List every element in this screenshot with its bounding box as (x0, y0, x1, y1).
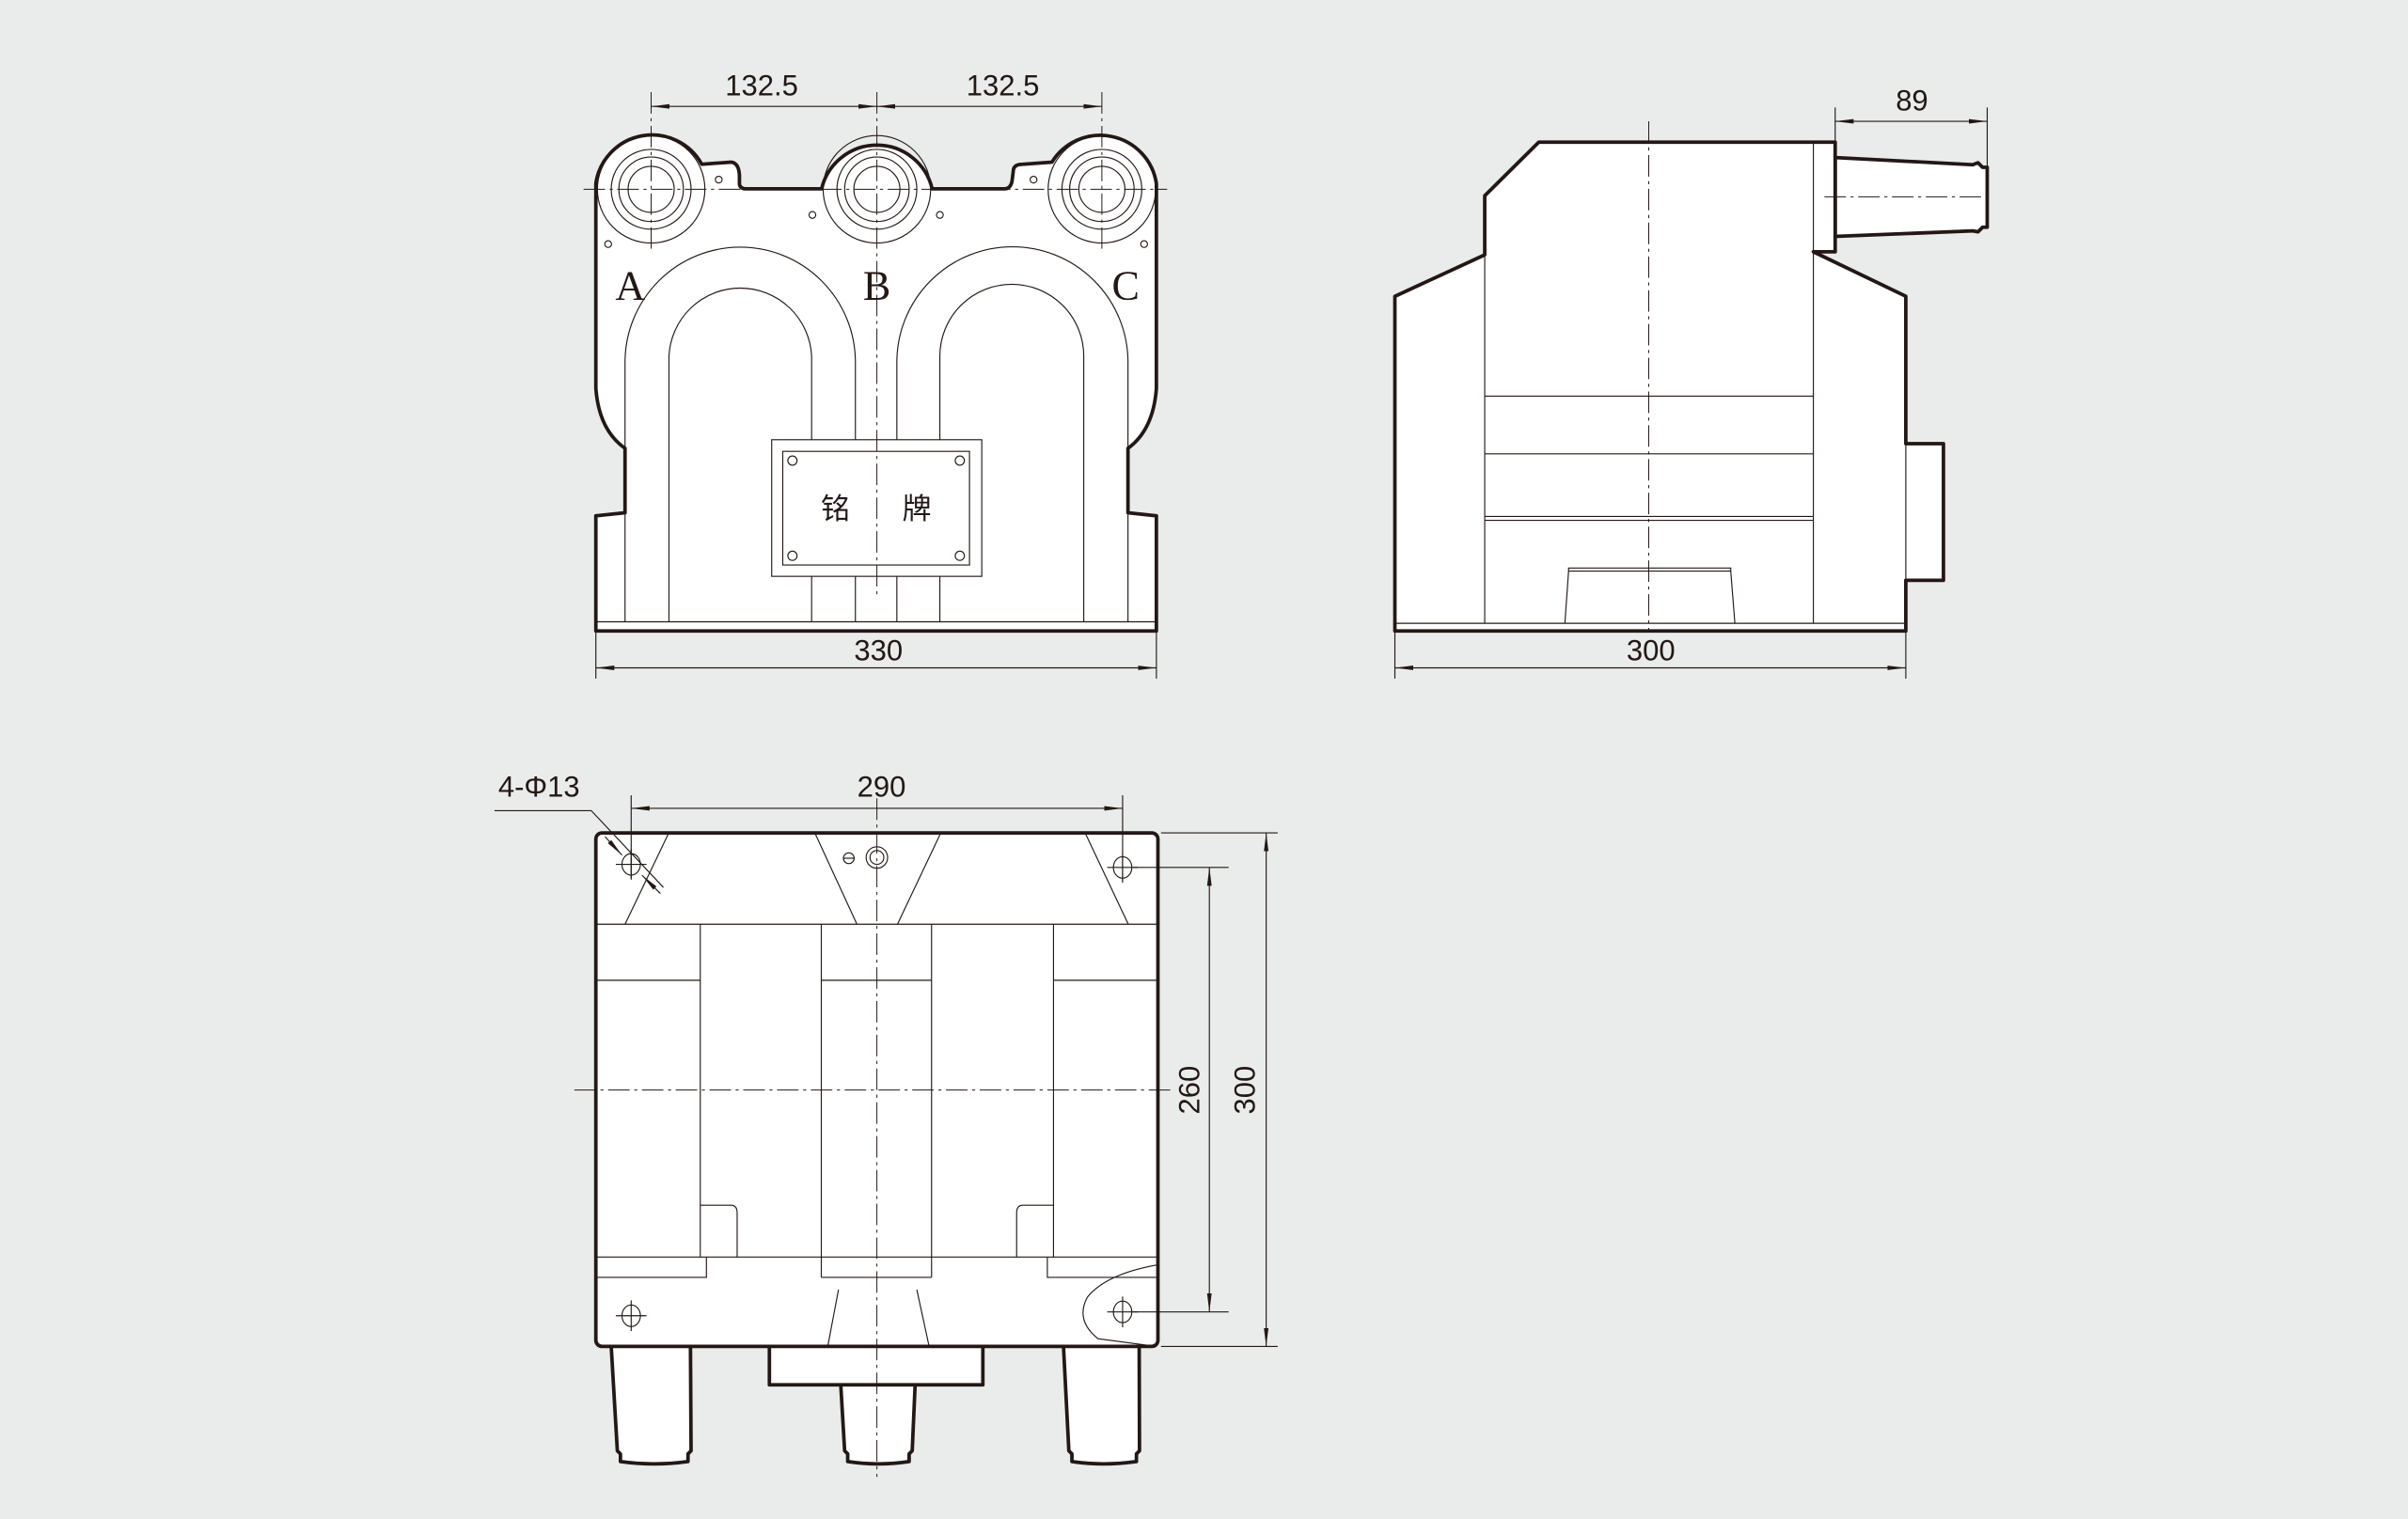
leader-arrow (641, 874, 661, 894)
bottom-center-taper (826, 1289, 930, 1347)
leader-arrow (605, 836, 622, 856)
arch-right-inner (939, 283, 1085, 622)
dim-depth-300-bottom: 300 (1228, 1066, 1261, 1115)
foot-left (609, 1346, 693, 1466)
bottom-trap-line (896, 832, 942, 925)
dim-bushing-89: 89 (1896, 85, 1928, 117)
side-body-outline (1393, 140, 1945, 634)
bottom-view: 290 4-Φ13 260 300 (494, 771, 1278, 1478)
bottom-notch-left (700, 1204, 738, 1258)
nameplate-char-2: 牌 (903, 493, 932, 526)
bottom-lower-left (597, 1257, 707, 1278)
phase-label-b: B (863, 263, 890, 309)
dim-hole-spacing-260: 260 (1173, 1066, 1206, 1115)
mounting-hole-bl (615, 1300, 647, 1332)
dim-width-330: 330 (854, 634, 903, 666)
arch-right-outer (896, 245, 1129, 622)
nameplate-char-1: 铭 (821, 493, 850, 526)
dim-hole-spacing-290: 290 (858, 771, 906, 804)
bottom-trap-line (814, 832, 858, 925)
mounting-hole-br (1107, 1296, 1139, 1327)
side-view: 89 300 (1393, 85, 1992, 679)
arch-left-inner (668, 287, 812, 622)
front-view: 铭 牌 A B C 132.5 132.5 330 (583, 69, 1168, 679)
dim-pitch-right: 132.5 (967, 69, 1040, 102)
bottom-lower-right (1047, 1257, 1157, 1278)
dim-hole-diameter: 4-Φ13 (498, 771, 580, 804)
bottom-notch-right (1015, 1204, 1054, 1258)
dim-depth-300: 300 (1627, 634, 1676, 666)
bottom-right-cam (1082, 1264, 1157, 1347)
bottom-trap-line (1084, 832, 1129, 925)
dim-pitch-left: 132.5 (725, 69, 798, 102)
foot-right (1062, 1346, 1141, 1466)
mounting-holes-small (604, 175, 1148, 248)
leader-hole-dia (494, 809, 664, 888)
side-foot-trapezoid (1564, 567, 1736, 624)
arch-left-outer (624, 246, 857, 622)
phase-label-c: C (1111, 263, 1139, 309)
bottom-pedestal (767, 1346, 985, 1387)
phase-label-a: A (615, 263, 645, 309)
